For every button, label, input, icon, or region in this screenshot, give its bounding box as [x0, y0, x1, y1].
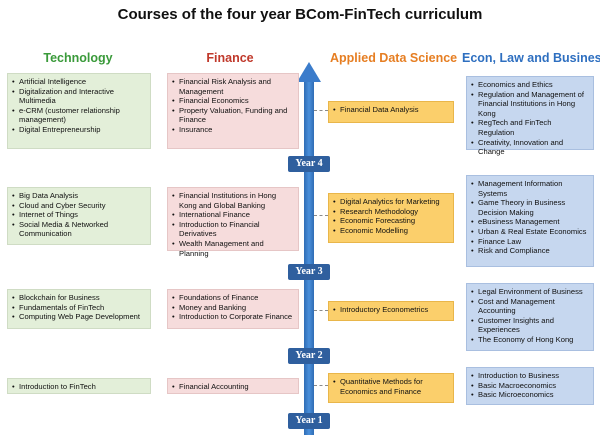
finance-year-4-box: Financial Risk Analysis and ManagementFi…: [167, 73, 299, 149]
course-item: Creativity, Innovation and Change: [470, 138, 589, 157]
finance-year-2-box: Foundations of FinanceMoney and BankingI…: [167, 289, 299, 329]
course-item: Artificial Intelligence: [11, 77, 146, 87]
course-item: Cost and Management Accounting: [470, 297, 589, 316]
ads-year-1-box: Quantitative Methods for Economics and F…: [328, 373, 454, 403]
course-item: Introduction to Financial Derivatives: [171, 220, 294, 239]
technology-year-2-box: Blockchain for BusinessFundamentals of F…: [7, 289, 151, 329]
course-item: Foundations of Finance: [171, 293, 294, 303]
course-item: Property Valuation, Funding and Finance: [171, 106, 294, 125]
diagram-title: Courses of the four year BCom-FinTech cu…: [117, 6, 483, 23]
year-2-label: Year 2: [288, 348, 330, 364]
course-item: The Economy of Hong Kong: [470, 335, 589, 345]
connector-line: [314, 385, 328, 386]
course-item: Financial Risk Analysis and Management: [171, 77, 294, 96]
column-heading-finance: Finance: [206, 51, 254, 65]
connector-line: [314, 110, 328, 111]
course-item: Big Data Analysis: [11, 191, 146, 201]
course-item: Legal Environment of Business: [470, 287, 589, 297]
technology-year-3-box: Big Data AnalysisCloud and Cyber Securit…: [7, 187, 151, 245]
course-item: Financial Institutions in Hong Kong and …: [171, 191, 294, 210]
course-item: Regulation and Management of Financial I…: [470, 90, 589, 119]
course-item: Introduction to Business: [470, 371, 589, 381]
course-item: RegTech and FinTech Regulation: [470, 118, 589, 137]
course-item: Quantitative Methods for Economics and F…: [332, 377, 449, 396]
course-item: Risk and Compliance: [470, 246, 589, 256]
ads-year-4-box: Financial Data Analysis: [328, 101, 454, 123]
course-item: Introductory Econometrics: [332, 305, 449, 315]
course-item: Introduction to Corporate Finance: [171, 312, 294, 322]
course-item: Economic Modelling: [332, 226, 449, 236]
econ-year-2-box: Legal Environment of BusinessCost and Ma…: [466, 283, 594, 351]
course-item: Customer Insights and Experiences: [470, 316, 589, 335]
course-item: Financial Economics: [171, 96, 294, 106]
timeline-axis: [304, 80, 314, 435]
course-item: Money and Banking: [171, 303, 294, 313]
ads-year-2-box: Introductory Econometrics: [328, 301, 454, 321]
column-heading-technology: Technology: [43, 51, 113, 65]
course-item: International Finance: [171, 210, 294, 220]
course-item: Economics and Ethics: [470, 80, 589, 90]
course-item: Basic Microeconomics: [470, 390, 589, 400]
column-heading-econ-law-business: Econ, Law and Business: [462, 51, 600, 65]
course-item: Financial Data Analysis: [332, 105, 449, 115]
econ-year-1-box: Introduction to BusinessBasic Macroecono…: [466, 367, 594, 405]
course-item: Blockchain for Business: [11, 293, 146, 303]
course-item: Internet of Things: [11, 210, 146, 220]
technology-year-4-box: Artificial IntelligenceDigitalization an…: [7, 73, 151, 149]
course-item: Financial Accounting: [171, 382, 294, 392]
course-item: Urban & Real Estate Economics: [470, 227, 589, 237]
finance-year-1-box: Financial Accounting: [167, 378, 299, 394]
course-item: Cloud and Cyber Security: [11, 201, 146, 211]
course-item: Computing Web Page Development: [11, 312, 146, 322]
course-item: Research Methodology: [332, 207, 449, 217]
course-item: Insurance: [171, 125, 294, 135]
course-item: Introduction to FinTech: [11, 382, 146, 392]
course-item: Social Media & Networked Communication: [11, 220, 146, 239]
course-item: Economic Forecasting: [332, 216, 449, 226]
year-1-label: Year 1: [288, 413, 330, 429]
ads-year-3-box: Digital Analytics for MarketingResearch …: [328, 193, 454, 243]
course-item: Wealth Management and Planning: [171, 239, 294, 258]
course-item: Digital Analytics for Marketing: [332, 197, 449, 207]
econ-year-3-box: Management Information SystemsGame Theor…: [466, 175, 594, 267]
course-item: Finance Law: [470, 237, 589, 247]
econ-year-4-box: Economics and EthicsRegulation and Manag…: [466, 76, 594, 156]
course-item: Digital Entrepreneurship: [11, 125, 146, 135]
year-3-label: Year 3: [288, 264, 330, 280]
technology-year-1-box: Introduction to FinTech: [7, 378, 151, 394]
course-item: Management Information Systems: [470, 179, 589, 198]
course-item: eBusiness Management: [470, 217, 589, 227]
column-heading-applied-data-science: Applied Data Science: [330, 51, 458, 65]
year-4-label: Year 4: [288, 156, 330, 172]
finance-year-3-box: Financial Institutions in Hong Kong and …: [167, 187, 299, 258]
course-item: Fundamentals of FinTech: [11, 303, 146, 313]
course-item: Digitalization and Interactive Multimedi…: [11, 87, 146, 106]
timeline-arrow-head: [297, 62, 321, 82]
course-item: Game Theory in Business Decision Making: [470, 198, 589, 217]
connector-line: [314, 310, 328, 311]
course-item: e-CRM (customer relationship management): [11, 106, 146, 125]
connector-line: [314, 215, 328, 216]
course-item: Basic Macroeconomics: [470, 381, 589, 391]
